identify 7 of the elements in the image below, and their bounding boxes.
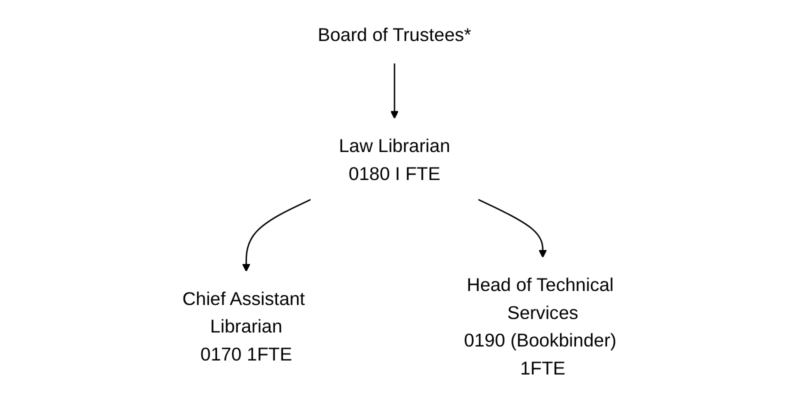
arrow [242, 198, 312, 272]
node-text: Law Librarian 0180 I FTE [338, 136, 450, 184]
node-text: Board of Trustees* [318, 25, 472, 46]
arrow [390, 63, 399, 119]
arrow [478, 198, 547, 258]
node-text: Head of Technical Services 0190 (Bookbinder) 1FTE [464, 275, 616, 379]
node-text: Chief Assistant Librarian 0170 1FTE [182, 289, 305, 366]
